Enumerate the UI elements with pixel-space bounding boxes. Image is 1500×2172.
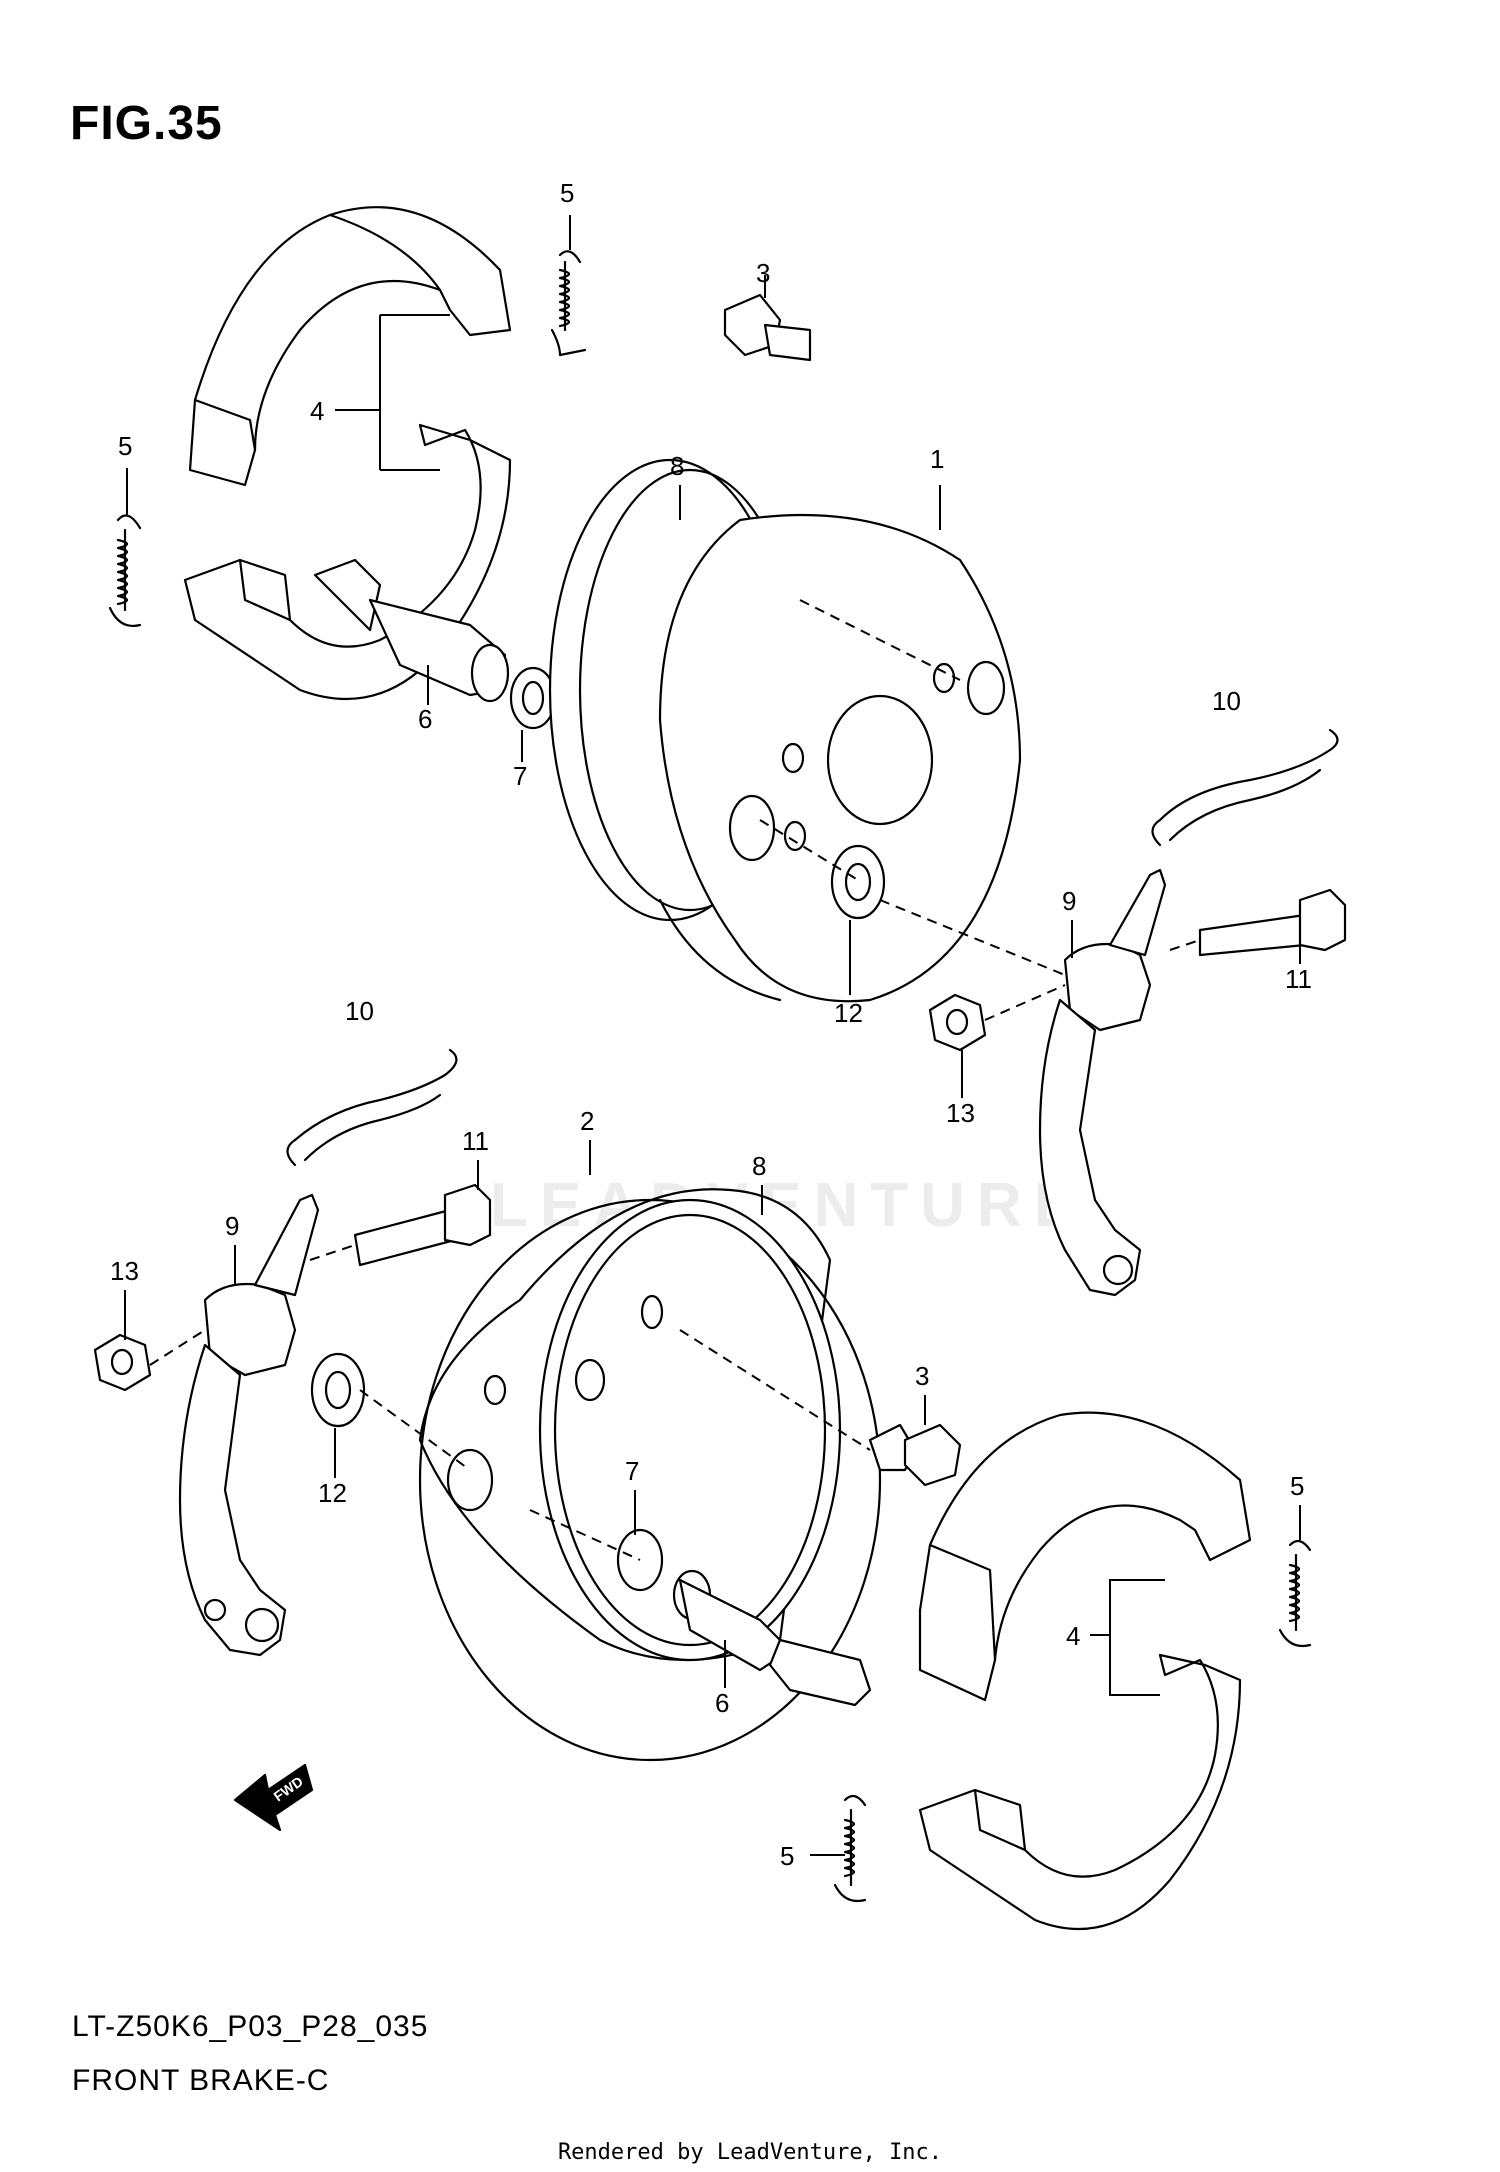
callout-13a: 13 — [946, 1098, 975, 1128]
washer-12-lower — [310, 1352, 366, 1428]
brake-panel-1 — [548, 458, 1022, 1003]
callout-12b: 12 — [318, 1478, 347, 1508]
washer-12-upper — [830, 844, 886, 920]
assembly-name-caption: FRONT BRAKE-C — [72, 2064, 330, 2097]
spring-5-upper-b — [108, 514, 142, 627]
spring-5-upper-a — [550, 250, 587, 357]
callout-2: 2 — [580, 1106, 594, 1136]
brake-shoe-lower-b — [918, 1653, 1242, 1931]
callout-9b: 9 — [225, 1211, 239, 1241]
callout-5d: 5 — [780, 1841, 794, 1871]
callout-5c: 5 — [1290, 1471, 1304, 1501]
forward-direction-arrow-icon: FWD — [233, 1763, 314, 1832]
callout-13b: 13 — [110, 1256, 139, 1286]
cam-shaft-upper — [313, 558, 510, 703]
spring-10-upper — [1151, 728, 1339, 847]
callout-10a: 10 — [1212, 686, 1241, 716]
nut-13-lower — [93, 1333, 152, 1392]
bolt-11-lower — [353, 1183, 492, 1267]
cam-lever-9-upper — [1038, 868, 1167, 1297]
callout-7b: 7 — [625, 1456, 639, 1486]
callout-5a: 5 — [560, 178, 574, 208]
spring-5-lower-b — [833, 1794, 867, 1903]
render-credit: Rendered by LeadVenture, Inc. — [557, 2140, 943, 2165]
callout-11b: 11 — [462, 1126, 489, 1156]
brake-drum-2 — [418, 1188, 882, 1762]
brake-shoe-upper-a — [188, 206, 512, 487]
callout-8b: 8 — [752, 1151, 766, 1181]
bolt-3-upper — [723, 293, 812, 362]
washer-7-upper — [509, 666, 557, 730]
brake-shoe-lower-a — [918, 1411, 1252, 1702]
spring-10-lower — [286, 1048, 458, 1167]
callout-10b: 10 — [345, 996, 374, 1026]
callout-3b: 3 — [915, 1361, 929, 1391]
callout-8a: 8 — [670, 451, 684, 481]
callout-5b: 5 — [118, 431, 132, 461]
callout-6b: 6 — [715, 1688, 729, 1718]
bolt-3-lower — [868, 1423, 962, 1487]
callout-4b: 4 — [1066, 1621, 1080, 1651]
callout-1: 1 — [930, 444, 944, 474]
callout-12a: 12 — [834, 998, 863, 1028]
callout-4a: 4 — [310, 396, 324, 426]
nut-13-upper — [928, 993, 987, 1052]
model-caption: LT-Z50K6_P03_P28_035 — [72, 2010, 429, 2043]
callout-11a: 11 — [1285, 964, 1312, 994]
figure-title: FIG.35 — [70, 97, 223, 150]
callout-3a: 3 — [756, 258, 770, 288]
cam-lever-9-lower — [178, 1193, 320, 1657]
callout-9a: 9 — [1062, 886, 1076, 916]
spring-5-lower-a — [1278, 1539, 1312, 1648]
bolt-11-upper — [1198, 888, 1347, 957]
callout-7a: 7 — [513, 761, 527, 791]
callout-6a: 6 — [418, 704, 432, 734]
cam-shaft-lower — [672, 1569, 872, 1707]
